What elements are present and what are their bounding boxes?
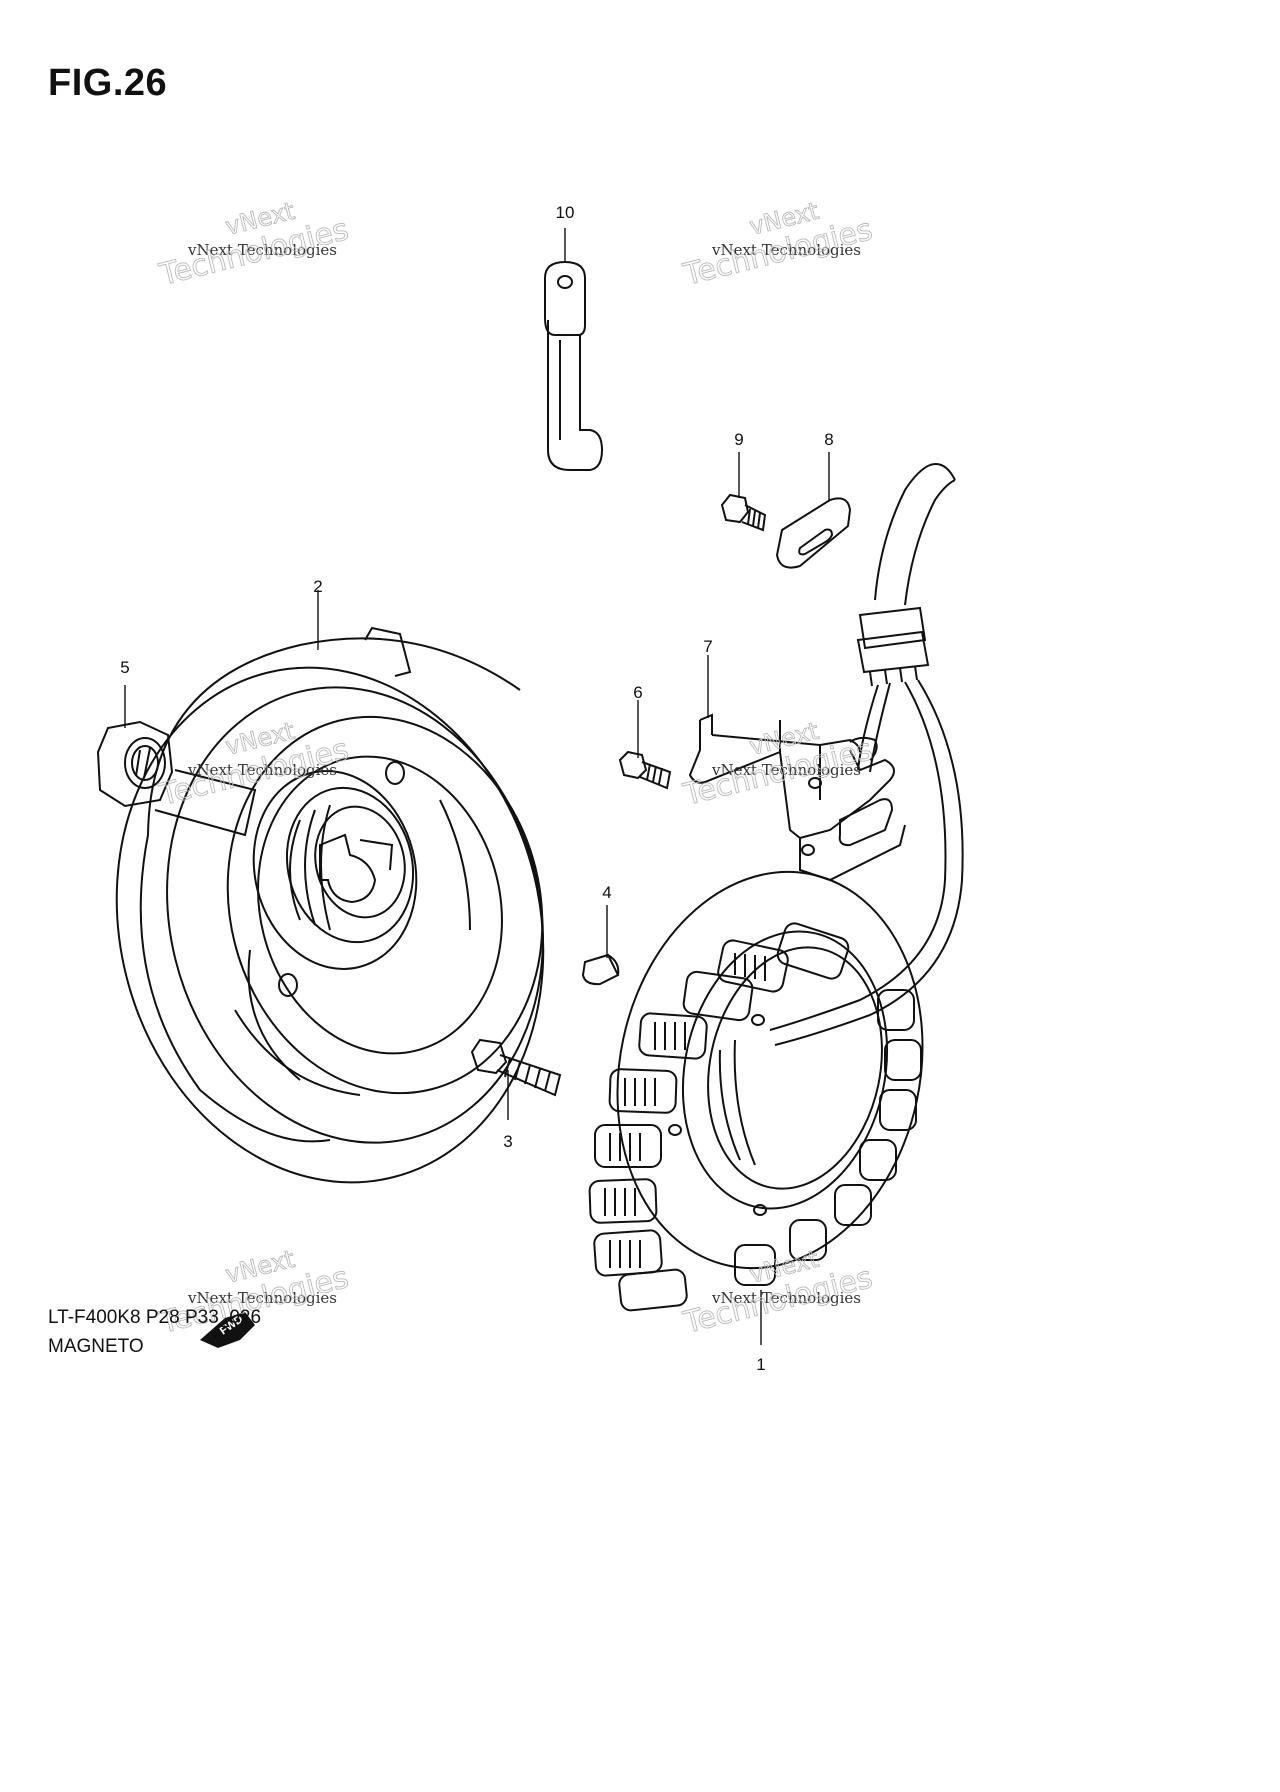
watermark: vNext vNext Technologies Technologies: [155, 196, 352, 293]
svg-text:vNext Technologies: vNext Technologies: [187, 241, 337, 259]
watermark: vNext vNext Technologies Technologies: [679, 716, 876, 813]
watermarks: vNext vNext Technologies Technologies vN…: [155, 196, 876, 1341]
callout-numbers: 1 2 3 4 5 6 7 8 9 10: [120, 203, 833, 1374]
watermark: vNext vNext Technologies Technologies: [679, 196, 876, 293]
rotor-part: [115, 626, 545, 1184]
diagram-code: LT-F400K8 P28 P33_026: [48, 1307, 262, 1328]
callout-1: 1: [756, 1355, 765, 1374]
diagram-name: MAGNETO: [48, 1336, 144, 1357]
callout-10: 10: [556, 203, 575, 222]
callout-8: 8: [824, 430, 833, 449]
plate-part-8: [775, 497, 852, 569]
callout-9: 9: [734, 430, 743, 449]
clamp-part: [544, 260, 604, 471]
leader-lines: [124, 228, 830, 1345]
callout-7: 7: [703, 637, 712, 656]
stator-part: [588, 870, 924, 1312]
screw-part-9: [720, 493, 767, 532]
svg-text:vNext Technologies: vNext Technologies: [711, 1289, 861, 1307]
pickup-coil-part: [688, 713, 906, 882]
nut-part: [96, 720, 174, 808]
callout-2: 2: [313, 577, 322, 596]
figure-title: FIG.26: [48, 62, 168, 104]
callout-5: 5: [120, 658, 129, 677]
bolt-part: [470, 1038, 562, 1097]
callout-3: 3: [503, 1132, 512, 1151]
svg-text:vNext Technologies: vNext Technologies: [187, 761, 337, 779]
stator-poles: [588, 922, 922, 1312]
screw-part-6: [618, 750, 672, 790]
svg-text:vNext Technologies: vNext Technologies: [187, 1289, 337, 1307]
svg-text:vNext Technologies: vNext Technologies: [711, 241, 861, 259]
key-part: [581, 953, 620, 986]
svg-text:vNext Technologies: vNext Technologies: [711, 761, 861, 779]
wire-harness: [769, 463, 964, 1046]
callout-6: 6: [633, 683, 642, 702]
callout-4: 4: [602, 883, 611, 902]
